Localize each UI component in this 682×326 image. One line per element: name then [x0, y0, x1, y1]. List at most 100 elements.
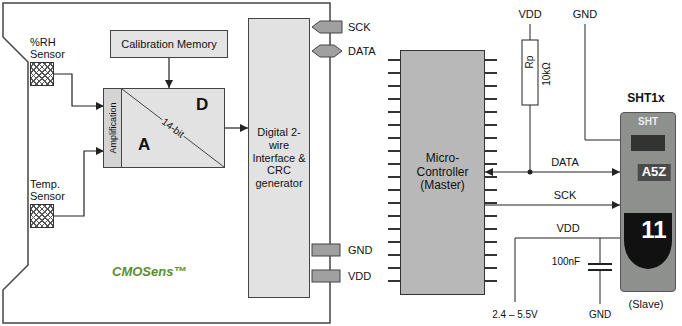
mcu-pin — [485, 254, 497, 256]
signal-connector — [54, 74, 104, 106]
adc-box: 14-bit D A Amplification — [103, 88, 225, 168]
mcu-pin — [485, 150, 497, 152]
signal-connector — [225, 127, 248, 128]
adc-diagonal — [122, 89, 224, 167]
mcu-pin — [388, 98, 400, 100]
node-text: A — [138, 135, 150, 155]
signal-label: SCK — [348, 21, 371, 34]
sensor-element — [30, 204, 54, 228]
sensor-chip: SHT1xSHT A5Z 11 (Slave) — [612, 92, 680, 324]
mcu-pin — [485, 72, 497, 74]
mcu-pin — [485, 124, 497, 126]
signal-label: DATA — [348, 45, 376, 58]
signal-connector — [168, 58, 169, 88]
mcu-pin — [485, 137, 497, 139]
mcu-pin — [485, 176, 497, 178]
node-text: Amplification — [107, 102, 117, 153]
mcu-pin — [485, 202, 497, 204]
mcu-pin — [388, 111, 400, 113]
mcu-pin — [388, 241, 400, 243]
mcu-pin — [388, 176, 400, 178]
gnd-pin — [312, 244, 340, 256]
resistor-wire — [530, 24, 531, 40]
signal-label: GND — [573, 8, 597, 21]
sensor-window — [631, 135, 665, 151]
vdd-pin — [312, 270, 340, 282]
mcu-pin — [485, 59, 497, 61]
mcu-pin — [485, 215, 497, 217]
signal-connector — [485, 171, 620, 172]
signal-label: 2.4 – 5.5V — [492, 309, 538, 321]
capacitor-wire — [600, 238, 601, 264]
temperature-sensor: Temp. Sensor — [30, 178, 76, 230]
mcu-pin — [388, 150, 400, 152]
mcu-pin — [485, 163, 497, 165]
node-text: D — [196, 95, 208, 115]
signal-label: GND — [589, 309, 611, 321]
mcu-pin — [388, 267, 400, 269]
mcu-pin — [388, 85, 400, 87]
mcu-pin — [388, 215, 400, 217]
mcu-pin — [388, 59, 400, 61]
edge-label: SCK — [552, 189, 579, 201]
mcu-pin — [485, 98, 497, 100]
mcu-pin — [485, 267, 497, 269]
gnd-wire — [585, 24, 620, 140]
mcu-pin — [485, 111, 497, 113]
mcu-pin — [388, 72, 400, 74]
signal-connector — [54, 151, 104, 216]
interface-box: Digital 2-wire Interface & CRC generator — [248, 18, 310, 298]
node-text: Digital 2-wire Interface & CRC generator — [252, 126, 306, 189]
node-text: A5Z — [638, 164, 671, 181]
resistor-symbol — [522, 40, 538, 105]
mcu-pin — [388, 254, 400, 256]
edge-label: DATA — [549, 156, 581, 168]
signal-label: 100nF — [552, 256, 580, 268]
signal-label: VDD — [556, 222, 579, 235]
node-text: Calibration Memory — [121, 38, 216, 51]
mcu-pin — [485, 189, 497, 191]
sensor-housing — [3, 3, 330, 323]
chip-markings — [621, 113, 675, 291]
node-text: 14-bit — [159, 115, 187, 140]
data-pin — [312, 45, 342, 57]
node-text: Temp. Sensor — [30, 178, 76, 202]
mcu-pin — [388, 228, 400, 230]
node-text: %RH Sensor — [30, 36, 76, 60]
memory-box: Calibration Memory — [110, 30, 228, 58]
node-text: 11 — [641, 216, 666, 244]
humidity-sensor: %RH Sensor — [30, 36, 76, 88]
chip-body — [620, 112, 676, 292]
mcu-pin — [388, 189, 400, 191]
capacitor-wire — [600, 270, 601, 304]
mcu-pin — [388, 280, 400, 282]
mcu-pin — [388, 163, 400, 165]
resistor-wire — [530, 105, 531, 172]
mcu-pin — [388, 124, 400, 126]
sck-pin — [312, 21, 342, 33]
signal-label: 10kΩ — [541, 62, 553, 86]
signal-label: CMOSens™ — [112, 265, 186, 280]
node-text: (Slave) — [612, 298, 680, 311]
node-text: Micro-Controller (Master) — [410, 152, 476, 193]
mcu-pin — [485, 228, 497, 230]
node-text: SHT — [620, 116, 676, 128]
signal-label: VDD — [348, 270, 371, 283]
signal-label: Rp — [524, 56, 536, 69]
mcu-pin — [485, 280, 497, 282]
microcontroller-box: Micro-Controller (Master) — [400, 50, 485, 295]
sensor-element — [30, 62, 54, 86]
signal-label: GND — [348, 244, 372, 257]
chip-cap — [624, 213, 672, 269]
signal-label: VDD — [518, 8, 541, 21]
mcu-pin — [388, 202, 400, 204]
mcu-pin — [485, 85, 497, 87]
vdd-wire — [515, 238, 620, 302]
amplifier-strip: Amplification — [104, 89, 122, 167]
signal-connector — [485, 204, 620, 205]
capacitor-symbol — [588, 263, 612, 265]
mcu-pin — [388, 137, 400, 139]
mcu-pin — [485, 241, 497, 243]
node-text: SHT1x — [612, 92, 680, 106]
